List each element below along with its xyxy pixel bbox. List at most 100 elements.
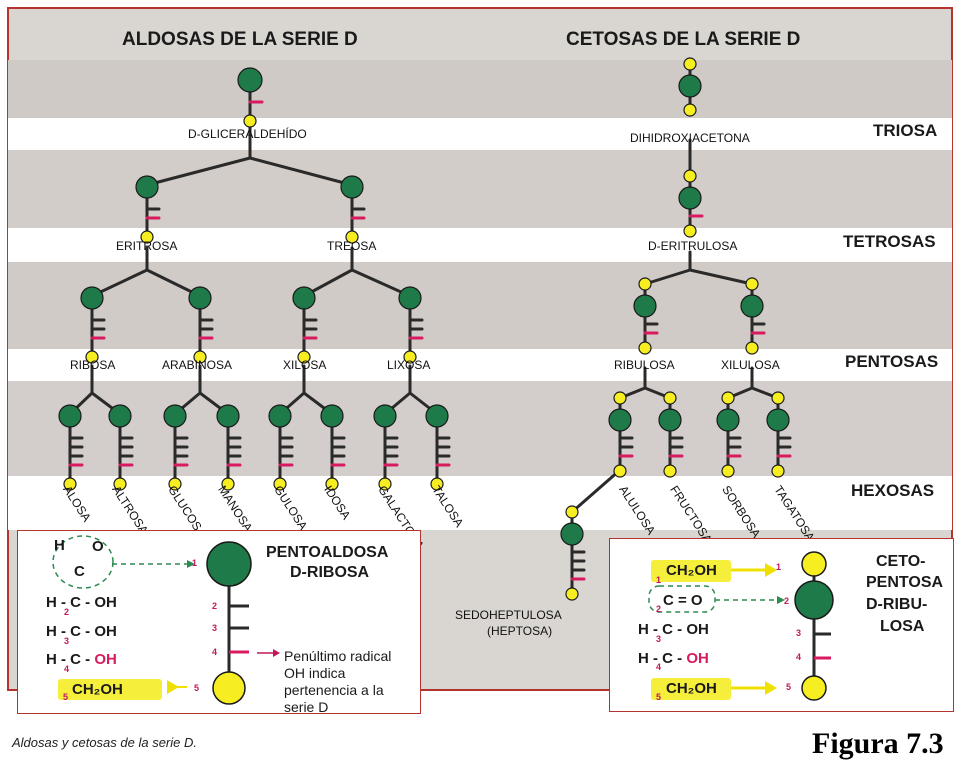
aldose-c1-h: H [54,537,65,554]
xilulosa-carbonyl-node [740,294,764,318]
level-label-pentose: PENTOSAS [845,352,939,371]
ketose-num-4: 4 [796,652,802,662]
alulosa-terminal-node [613,464,627,478]
figure-reference: Figura 7.3 [812,727,944,760]
ketose-num-left-1: 1 [656,575,662,585]
ketose-num-left-2: 2 [656,604,662,614]
aldose-legend-title-2: D-RIBOSA [290,564,370,581]
aldose-num-4: 4 [212,647,218,657]
eritrulosa-terminal-node [683,224,697,238]
aldose-legend-title-1: PENTOALDOSA [266,544,389,561]
aldose-num-left-2: 2 [64,607,70,617]
ketose-row-2: C = O [663,592,703,609]
lixosa-carbonyl-node [398,286,422,310]
label-arabinosa: ARABINOSA [162,358,233,372]
sedoheptulosa-top-node [565,505,579,519]
dihidroxiacetona-terminal-node [683,103,697,117]
legend-aldose-art [52,535,280,705]
label-xilosa: XILOSA [283,358,327,372]
bond-line [643,268,692,286]
eritrulosa-top-node [683,169,697,183]
ketose-highlight-c5 [651,678,731,700]
aldose-num-5: 5 [194,683,200,693]
xilulosa-top-node [745,277,759,291]
manosa-terminal-node [221,477,235,491]
ribosa-terminal-node [85,350,99,364]
talosa-carbonyl-node [425,404,449,428]
label-eritrulosa: D-ERITRULOSA [648,239,738,253]
sedoheptulosa-carbonyl-node [560,522,584,546]
ribosa-carbonyl-node [80,286,104,310]
level-label-hexose: HEXOSAS [851,481,935,500]
altrosa-terminal-node [113,477,127,491]
aldose-legend-note: Penúltimo radical OH indica pertenencia … [284,648,392,715]
ketose-num-2: 2 [784,596,790,606]
manosa-carbonyl-node [216,404,240,428]
arabinosa-terminal-node [193,350,207,364]
ketose-num-5: 5 [786,682,792,692]
gliceraldehido-terminal-node [243,114,257,128]
label-ribosa: RIBOSA [70,358,116,372]
sorbosa-carbonyl-node [716,408,740,432]
label-eritrosa: ERITROSA [116,239,178,253]
xilosa-carbonyl-node [292,286,316,310]
tagatosa-top-node [771,391,785,405]
aldose-c1-c: C [74,563,85,580]
label-sedoheptulosa: SEDOHEPTULOSA [455,608,562,622]
level-label-triose: TRIOSA [873,121,938,140]
ketose-highlight-c1 [651,560,731,582]
aldose-highlight-c5 [58,679,162,700]
label-xilulosa: XILULOSA [721,358,780,372]
glucosa-terminal-node [168,477,182,491]
ketose-num-left-3: 3 [656,634,662,644]
idosa-terminal-node [325,477,339,491]
label-treosa: TREOSA [327,239,377,253]
aldose-num-left-5: 5 [63,692,69,702]
treosa-carbonyl-node [340,175,364,199]
ribulosa-carbonyl-node [633,294,657,318]
tagatosa-terminal-node [771,464,785,478]
aldose-row-2: H - C - OH [46,594,117,611]
altrosa-carbonyl-node [108,404,132,428]
bond-line [688,268,754,286]
ketose-row-4: H - C - OH [638,650,709,667]
lixosa-terminal-node [403,350,417,364]
ketose-legend-title-2: PENTOSA [866,574,944,591]
sorbosa-terminal-node [721,464,735,478]
galactosa-carbonyl-node [373,404,397,428]
fructosa-terminal-node [663,464,677,478]
aldose-row-3: H - C - OH [46,623,117,640]
ketose-num-left-5: 5 [656,692,662,702]
idosa-carbonyl-node [320,404,344,428]
ribulosa-terminal-node [638,341,652,355]
eritrosa-carbonyl-node [135,175,159,199]
dihidroxiacetona-top-node [683,57,697,71]
aldose-num-3: 3 [212,623,218,633]
ketose-num-left-4: 4 [656,662,662,672]
gulosa-terminal-node [273,477,287,491]
dihidroxiacetona-carbonyl-node [678,74,702,98]
sedoheptulosa-terminal-node [565,587,579,601]
eritrosa-terminal-node [140,230,154,244]
label-heptosa: (HEPTOSA) [487,624,553,638]
xilosa-terminal-node [297,350,311,364]
ketose-row-5: CH₂OH [666,680,717,697]
arabinosa-carbonyl-node [188,286,212,310]
gliceraldehido-carbonyl-node [237,67,263,93]
fructosa-carbonyl-node [658,408,682,432]
ketose-row-3: H - C - OH [638,621,709,638]
ketose-legend-title-1: CETO- [876,553,926,570]
galactosa-terminal-node [378,477,392,491]
legend-ketose-art [648,551,834,701]
branch-triose-left [145,156,252,187]
level-label-tetrose: TETROSAS [843,232,936,251]
sorbosa-top-node [721,391,735,405]
ketose-legend-title-3: D-RIBU- [866,596,928,613]
ketose-num-3: 3 [796,628,802,638]
aldose-num-2: 2 [212,601,218,611]
aldose-row-4: H - C - OH [46,651,117,668]
aldose-c1-o: O [92,538,104,555]
aldose-num-left-4: 4 [64,664,70,674]
figure-caption: Aldosas y cetosas de la serie D. [12,735,197,750]
